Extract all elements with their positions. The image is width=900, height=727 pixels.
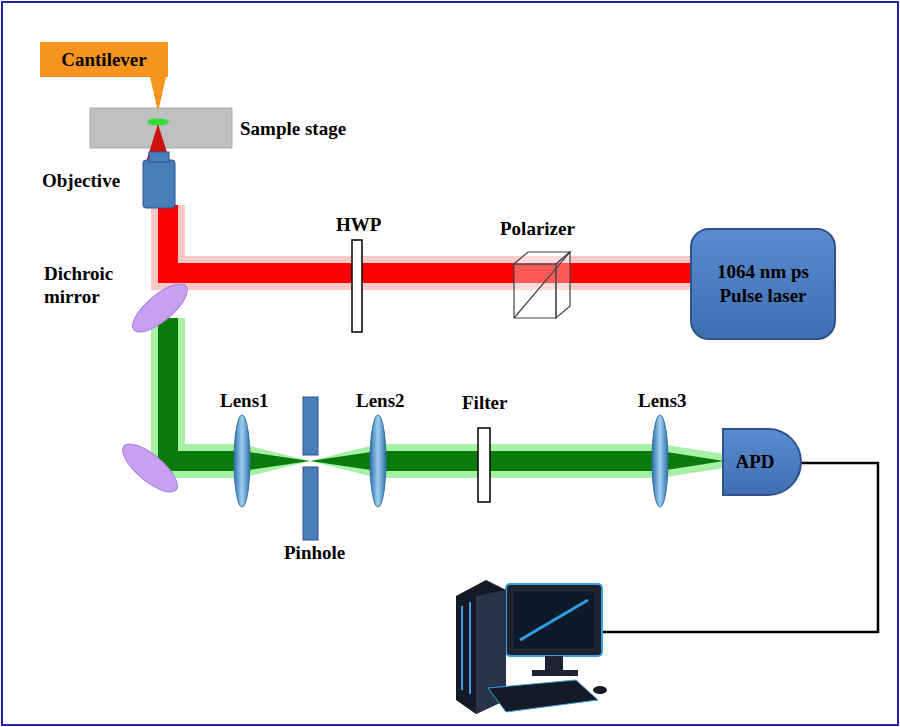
converge-halo bbox=[242, 444, 310, 478]
converge-beam bbox=[242, 451, 310, 471]
component-label: Filter bbox=[462, 392, 507, 415]
component-label: HWP bbox=[336, 214, 381, 237]
lens bbox=[234, 415, 250, 507]
pinhole-plate bbox=[303, 467, 318, 540]
component-label: Objective bbox=[42, 170, 120, 193]
component-label: Lens3 bbox=[638, 390, 687, 413]
computer-icon bbox=[456, 580, 607, 714]
objective-tip bbox=[149, 152, 169, 162]
node-text: APD bbox=[735, 450, 774, 474]
half-wave-plate bbox=[352, 240, 362, 332]
lens bbox=[370, 415, 386, 507]
polarizer-cube bbox=[514, 252, 570, 318]
component-label: Dichroic mirror bbox=[44, 263, 139, 309]
node-text: Cantilever bbox=[61, 48, 146, 72]
cantilever-tip bbox=[150, 77, 166, 112]
focus-cone bbox=[146, 124, 170, 162]
objective bbox=[143, 160, 175, 208]
final-beam bbox=[660, 451, 724, 471]
signal-beam-2 bbox=[378, 451, 660, 471]
component-label: Lens2 bbox=[356, 390, 405, 413]
lens bbox=[652, 415, 668, 507]
dichroic-mirror bbox=[126, 276, 195, 340]
fold-mirror bbox=[116, 436, 185, 500]
beam-halo bbox=[168, 205, 700, 273]
diverge-beam bbox=[310, 451, 378, 471]
node-text: 1064 nm ps Pulse laser bbox=[702, 260, 824, 308]
component-label: Sample stage bbox=[240, 118, 346, 141]
filter bbox=[478, 428, 490, 502]
signal-beam bbox=[168, 318, 242, 461]
signal-halo-2 bbox=[378, 444, 660, 478]
component-label: Polarizer bbox=[500, 218, 575, 241]
apd-detector: APD bbox=[722, 428, 802, 496]
laser-box: 1064 nm ps Pulse laser bbox=[690, 228, 836, 340]
laser-beam bbox=[168, 205, 700, 273]
diverge-halo bbox=[310, 444, 378, 478]
node-outline bbox=[690, 228, 836, 340]
component-label: Pinhole bbox=[284, 542, 345, 565]
final-halo bbox=[660, 444, 724, 478]
cantilever-box: Cantilever bbox=[40, 42, 168, 77]
pinhole-plate bbox=[303, 397, 318, 455]
component-label: Lens1 bbox=[220, 390, 269, 413]
signal-halo bbox=[168, 318, 242, 461]
